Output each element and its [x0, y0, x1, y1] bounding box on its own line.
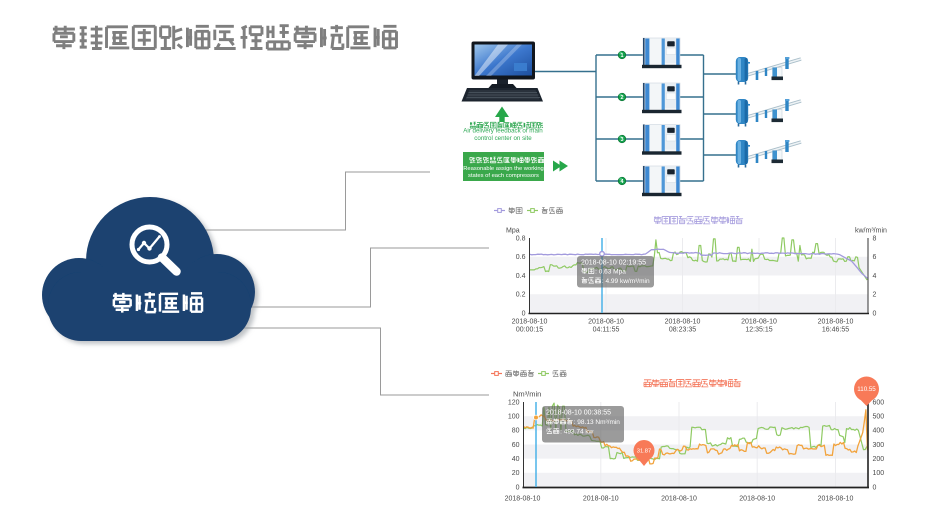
svg-text:4: 4 — [873, 273, 877, 280]
svg-text:2: 2 — [620, 95, 623, 101]
svg-text:400: 400 — [873, 428, 885, 435]
svg-text:500: 500 — [873, 414, 885, 421]
svg-text:kw/m³/min: kw/m³/min — [855, 228, 887, 235]
svg-text:: 98.13 Nm³/min: : 98.13 Nm³/min — [574, 419, 621, 426]
svg-text:1: 1 — [620, 53, 623, 59]
svg-text:2018-08-10: 2018-08-10 — [583, 496, 619, 503]
svg-text:04:11:55: 04:11:55 — [593, 327, 620, 334]
svg-text:120: 120 — [508, 399, 520, 406]
svg-text:300: 300 — [873, 442, 885, 449]
svg-text:2: 2 — [873, 292, 877, 299]
svg-text:Air delivery feedback of main: Air delivery feedback of main — [463, 128, 543, 135]
svg-text:80: 80 — [512, 428, 520, 435]
svg-text:: 4.99 kw/m³/min: : 4.99 kw/m³/min — [602, 278, 650, 285]
svg-text:2018-08-10: 2018-08-10 — [741, 319, 777, 326]
svg-text:31.87: 31.87 — [637, 449, 652, 455]
svg-text:100: 100 — [873, 470, 885, 477]
svg-text:110.55: 110.55 — [857, 386, 876, 393]
svg-text:2018-08-10: 2018-08-10 — [818, 319, 854, 326]
svg-text:Mpa: Mpa — [506, 228, 520, 235]
svg-text:6: 6 — [873, 254, 877, 261]
svg-text:12:35:15: 12:35:15 — [745, 327, 772, 334]
svg-text:2018-08-10: 2018-08-10 — [661, 496, 697, 503]
svg-text:3: 3 — [620, 137, 623, 143]
svg-text:200: 200 — [873, 456, 885, 463]
svg-text:600: 600 — [873, 399, 885, 406]
svg-text:states of each compressors: states of each compressors — [468, 173, 539, 179]
svg-text:2018-08-10: 2018-08-10 — [739, 496, 775, 503]
svg-text:40: 40 — [512, 456, 520, 463]
svg-text:Reasonable assign the working: Reasonable assign the working — [463, 166, 544, 172]
svg-text:0.2: 0.2 — [516, 292, 526, 299]
svg-text:0: 0 — [522, 310, 526, 317]
svg-text:: 0.63 Mpa: : 0.63 Mpa — [595, 268, 626, 275]
svg-text:2018-08-10 00:38:55: 2018-08-10 00:38:55 — [546, 410, 611, 417]
svg-text:20: 20 — [512, 470, 520, 477]
svg-text:0.8: 0.8 — [516, 235, 526, 242]
svg-text:2018-08-10: 2018-08-10 — [512, 319, 548, 326]
svg-text:60: 60 — [512, 442, 520, 449]
svg-text:2018-08-10: 2018-08-10 — [505, 496, 541, 503]
svg-text:00:00:15: 00:00:15 — [516, 327, 543, 334]
svg-text:2018-08-10: 2018-08-10 — [665, 319, 701, 326]
svg-text:4: 4 — [620, 179, 624, 185]
svg-text:0.6: 0.6 — [516, 254, 526, 261]
svg-text:0: 0 — [516, 484, 520, 491]
svg-text:control center on site: control center on site — [474, 135, 532, 142]
svg-text:16:46:55: 16:46:55 — [822, 327, 849, 334]
svg-text:100: 100 — [508, 414, 520, 421]
svg-text:2018-08-10 02:19:55: 2018-08-10 02:19:55 — [581, 260, 646, 267]
svg-text:8: 8 — [873, 235, 877, 242]
svg-text:2018-08-10: 2018-08-10 — [818, 496, 854, 503]
svg-text:2018-08-10: 2018-08-10 — [588, 319, 624, 326]
svg-text:08:23:35: 08:23:35 — [669, 327, 696, 334]
svg-text:0.4: 0.4 — [516, 273, 526, 280]
svg-text:: 493.74 kw: : 493.74 kw — [560, 428, 594, 435]
svg-text:0: 0 — [873, 484, 877, 491]
svg-text:Nm³/min: Nm³/min — [513, 390, 541, 399]
svg-text:0: 0 — [873, 310, 877, 317]
